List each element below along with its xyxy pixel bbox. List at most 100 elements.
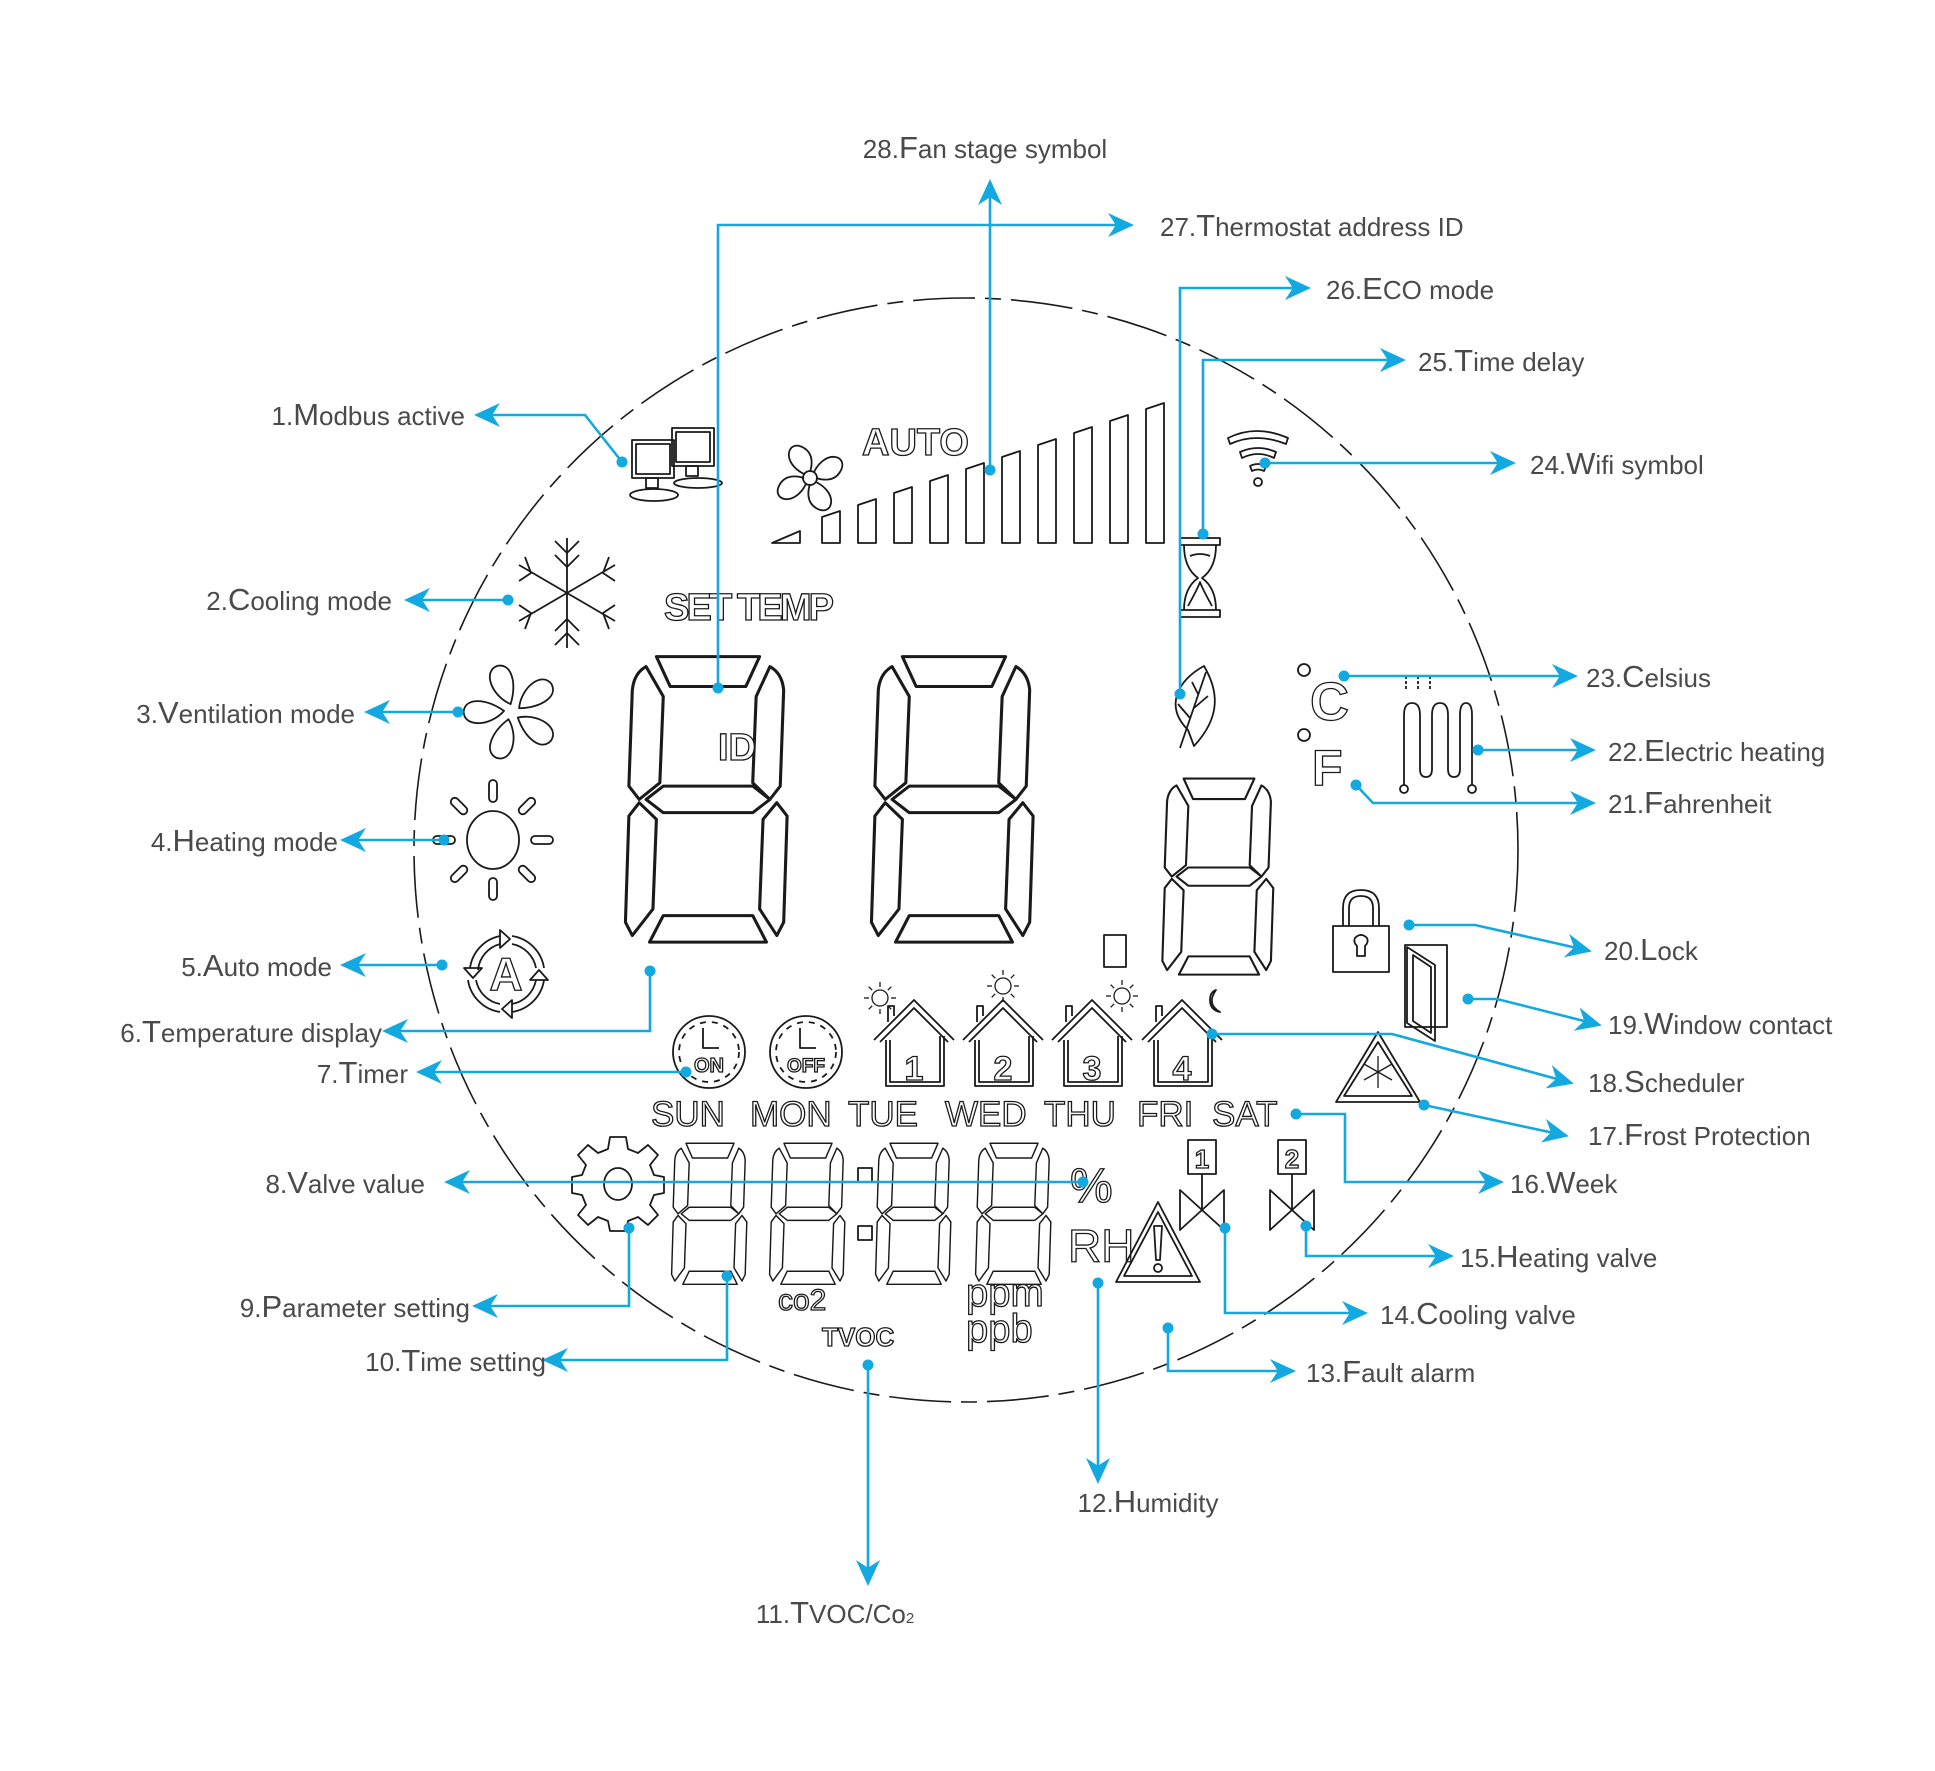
callout-28: 28.Fan stage symbol (863, 130, 1107, 476)
house-period-number: 2 (994, 1050, 1013, 1088)
arrow-head (340, 953, 366, 977)
callout-text: rost Protection (1643, 1121, 1811, 1151)
svg-text:C: C (1310, 672, 1349, 732)
anchor-dot (1162, 1322, 1174, 1334)
callout-capital: V (287, 1165, 308, 1200)
callout-3: 3.Ventilation mode (136, 695, 464, 730)
callout-23: 23.Celsius (1338, 659, 1711, 694)
fan-bar-10 (1109, 414, 1129, 544)
fan-bar-3 (857, 498, 877, 544)
weekday-sun: SUN (651, 1095, 725, 1134)
callout-text: arameter setting (282, 1293, 470, 1323)
leaf-icon (1174, 665, 1216, 749)
callout-number: 6. (120, 1018, 142, 1048)
anchor-dot (680, 1066, 692, 1078)
callout-capital: E (1362, 271, 1383, 306)
callout-label: 11.TVOC/Co2 (756, 1595, 914, 1630)
fan-bar-6 (965, 462, 985, 544)
leader-line (478, 1228, 631, 1308)
anchor-dot (1290, 1108, 1302, 1120)
callout-number: 20. (1604, 936, 1640, 966)
callout-text: odbus active (319, 401, 465, 431)
anchor-dot (1403, 919, 1415, 931)
callout-label: 1.Modbus active (272, 397, 466, 432)
anchor-dot (1300, 1220, 1312, 1232)
callout-capital: L (1640, 932, 1657, 967)
callout-number: 8. (266, 1169, 288, 1199)
svg-text:F: F (1312, 740, 1343, 796)
anchor-dot (984, 464, 996, 476)
arrow-head (1428, 1244, 1454, 1268)
callout-number: 26. (1326, 275, 1362, 305)
callout-label: 28.Fan stage symbol (863, 130, 1107, 165)
clock-digit-2 (768, 1142, 846, 1286)
callout-text: uto mode (224, 952, 332, 982)
callout-label: 25.Time delay (1418, 343, 1584, 378)
callout-number: 12. (1078, 1488, 1114, 1518)
callout-number: 23. (1586, 663, 1622, 693)
callout-number: 4. (151, 827, 173, 857)
modbus-computers-icon (629, 427, 723, 502)
callout-number: 27. (1160, 212, 1196, 242)
temperature-digit-2 (869, 655, 1035, 944)
callout-capital: T (1196, 208, 1215, 243)
callout-19: 19.Window contact (1462, 993, 1833, 1041)
fan-auto-label: AUTO (862, 422, 969, 464)
colon-bottom (857, 1225, 873, 1241)
sun-icon (432, 779, 554, 901)
callout-number: 10. (365, 1347, 401, 1377)
callout-4: 4.Heating mode (151, 823, 450, 858)
leader-line (1423, 1103, 1564, 1137)
house-period-3-icon: 3 (1051, 980, 1138, 1089)
fan-icon (776, 444, 844, 512)
valve-1-icon: 1 (1179, 1139, 1225, 1231)
arrow-head (1342, 1301, 1368, 1325)
callout-label: 20.Lock (1604, 932, 1699, 967)
callout-1: 1.Modbus active (272, 397, 628, 468)
weekday-sat: SAT (1212, 1095, 1277, 1134)
heating-coil-icon (1399, 677, 1477, 794)
house-period-2-icon: 2 (962, 970, 1044, 1089)
fan-bar-2 (821, 510, 841, 544)
callout-capital: F (1342, 1354, 1361, 1389)
clock-digit-1 (670, 1142, 748, 1286)
anchor-dot (1418, 1099, 1430, 1111)
svg-text:1: 1 (1195, 1144, 1209, 1174)
frost-triangle-icon (1335, 1031, 1421, 1103)
callout-number: 5. (181, 952, 203, 982)
callout-10: 10.Time setting (365, 1270, 733, 1378)
svg-text:A: A (489, 948, 522, 1000)
callout-text: ooling mode (250, 586, 392, 616)
callout-label: 10.Time setting (365, 1343, 546, 1378)
callout-text: CO mode (1383, 275, 1494, 305)
callout-text: eek (1575, 1169, 1618, 1199)
ppm-label: ppm (966, 1271, 1044, 1315)
anchor-dot (616, 456, 628, 468)
arrow-head (364, 700, 390, 724)
house-period-number: 1 (905, 1050, 924, 1088)
callout-20: 20.Lock (1403, 919, 1699, 967)
callout-number: 21. (1608, 789, 1644, 819)
house-period-number: 4 (1173, 1050, 1192, 1088)
callout-number: 16. (1510, 1169, 1546, 1199)
anchor-dot (436, 959, 448, 971)
leader-line (1178, 286, 1305, 694)
wifi-icon (1227, 430, 1289, 487)
weekday-mon: MON (750, 1095, 832, 1134)
weekday-wed: WED (945, 1095, 1027, 1134)
callout-capital: C (228, 582, 250, 617)
callout-7: 7.Timer (317, 1055, 692, 1090)
callout-text: ault alarm (1361, 1358, 1475, 1388)
callout-label: 26.ECO mode (1326, 271, 1494, 306)
anchor-dot (1197, 528, 1209, 540)
callout-11: 11.TVOC/Co2 (756, 1359, 914, 1630)
callout-label: 12.Humidity (1078, 1484, 1219, 1519)
callout-label: 7.Timer (317, 1055, 409, 1090)
colon-top (857, 1167, 873, 1183)
callout-label: 9.Parameter setting (240, 1289, 470, 1324)
anchor-dot (623, 1222, 635, 1234)
house-period-number: 3 (1083, 1050, 1102, 1088)
